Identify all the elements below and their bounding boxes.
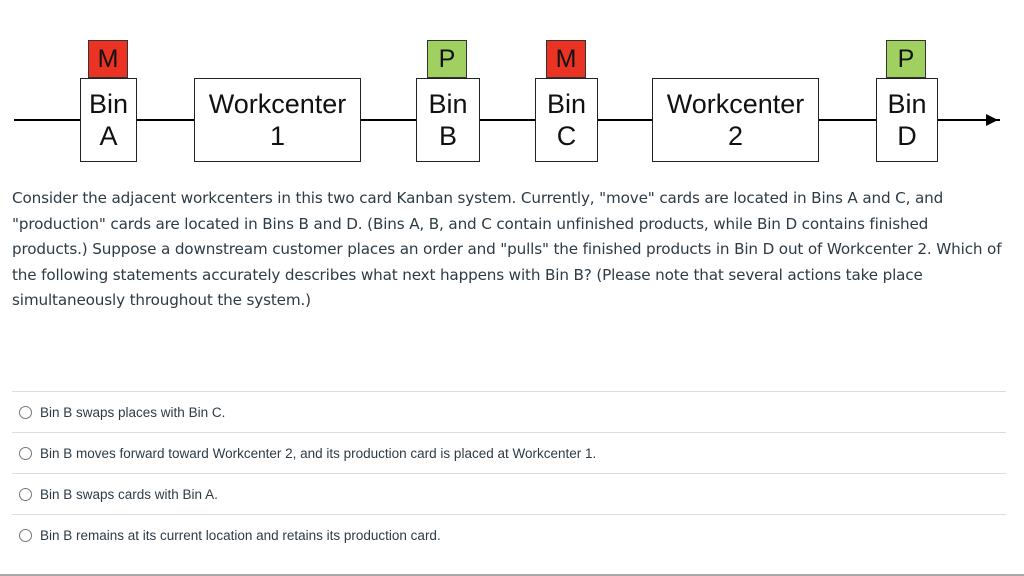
bottom-divider: [0, 574, 1024, 576]
answer-label: Bin B swaps cards with Bin A.: [40, 486, 218, 502]
bin-a: Bin A: [80, 78, 137, 162]
divider: [12, 391, 1006, 392]
card-letter: P: [438, 44, 456, 73]
answer-option[interactable]: Bin B moves forward toward Workcenter 2,…: [12, 433, 1006, 473]
radio-button[interactable]: [19, 487, 32, 501]
radio-button[interactable]: [19, 446, 32, 460]
workcenter-2: Workcenter 2: [652, 78, 819, 162]
kanban-diagram: M Bin A Workcenter 1 P Bin B M Bin C Wor…: [0, 0, 1024, 170]
answer-option[interactable]: Bin B swaps places with Bin C.: [12, 392, 1006, 432]
answer-option[interactable]: Bin B remains at its current location an…: [12, 515, 1006, 555]
workcenter-number: 2: [727, 121, 744, 151]
question-text: Consider the adjacent workcenters in thi…: [12, 189, 1002, 309]
answer-label: Bin B remains at its current location an…: [40, 527, 441, 543]
radio-button[interactable]: [19, 405, 32, 419]
production-card-bin-b: P: [427, 40, 467, 78]
bin-id: D: [897, 121, 917, 151]
bin-id: A: [99, 121, 118, 151]
radio-button[interactable]: [19, 528, 32, 542]
card-letter: P: [897, 44, 915, 73]
answer-list: Bin B swaps places with Bin C. Bin B mov…: [12, 391, 1006, 555]
bin-label: Bin: [887, 89, 927, 119]
bin-label: Bin: [88, 89, 129, 119]
move-card-bin-a: M: [88, 40, 128, 78]
bin-label: Bin: [428, 89, 468, 119]
bin-c: Bin C: [535, 78, 598, 162]
divider: [12, 432, 1006, 433]
bin-id: C: [556, 121, 577, 151]
bin-label: Bin: [546, 89, 587, 119]
production-card-bin-d: P: [886, 40, 926, 78]
workcenter-number: 1: [269, 121, 286, 151]
divider: [12, 514, 1006, 515]
bin-b: Bin B: [416, 78, 480, 162]
move-card-bin-c: M: [546, 40, 586, 78]
workcenter-1: Workcenter 1: [194, 78, 361, 162]
flow-line: [14, 119, 1000, 121]
divider: [12, 473, 1006, 474]
answer-label: Bin B swaps places with Bin C.: [40, 404, 226, 420]
bin-id: B: [438, 121, 457, 151]
workcenter-label: Workcenter: [666, 89, 805, 119]
answer-option[interactable]: Bin B swaps cards with Bin A.: [12, 474, 1006, 514]
card-letter: M: [555, 44, 577, 73]
bin-d: Bin D: [876, 78, 938, 162]
workcenter-label: Workcenter: [208, 89, 347, 119]
flow-arrow-icon: [986, 114, 998, 126]
card-letter: M: [97, 44, 119, 73]
answer-label: Bin B moves forward toward Workcenter 2,…: [40, 445, 597, 461]
